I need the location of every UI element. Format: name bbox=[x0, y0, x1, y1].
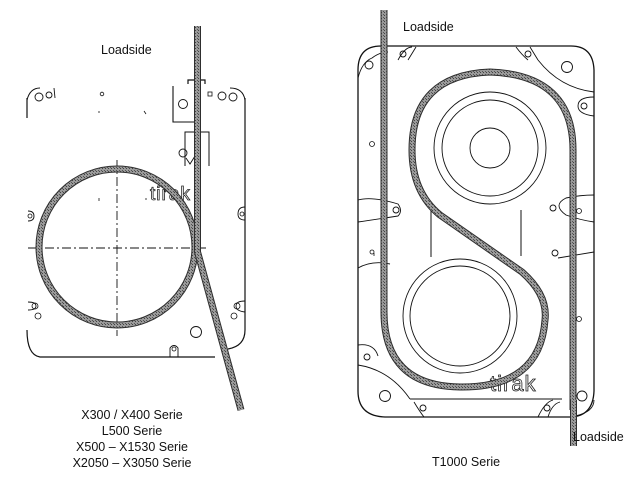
left-center-lines bbox=[28, 160, 206, 336]
caption-line: X300 / X400 Serie bbox=[81, 408, 183, 422]
right-series-caption: T1000 Serie bbox=[432, 455, 501, 469]
caption-line: L500 Serie bbox=[101, 424, 163, 438]
left-rope-vertical bbox=[195, 26, 200, 252]
right-rope-bottom bbox=[571, 400, 576, 446]
caption-line: X500 – X1530 Serie bbox=[76, 440, 188, 454]
right-loadside-top-label: Loadside bbox=[403, 20, 454, 34]
left-rope-exit bbox=[194, 249, 244, 411]
caption-line: X2050 – X3050 Serie bbox=[72, 456, 192, 470]
lower-sheave bbox=[402, 258, 518, 374]
left-hoist-outline bbox=[26, 79, 246, 358]
right-rope-s-path-outline bbox=[380, 10, 577, 410]
left-loadside-label: Loadside bbox=[101, 43, 152, 57]
upper-sheave bbox=[433, 91, 547, 205]
right-rope-s-path bbox=[381, 10, 576, 445]
right-loadside-bottom-label: Loadside bbox=[573, 430, 624, 444]
left-series-caption: X300 / X400 Serie L500 Serie X500 – X153… bbox=[62, 407, 202, 471]
